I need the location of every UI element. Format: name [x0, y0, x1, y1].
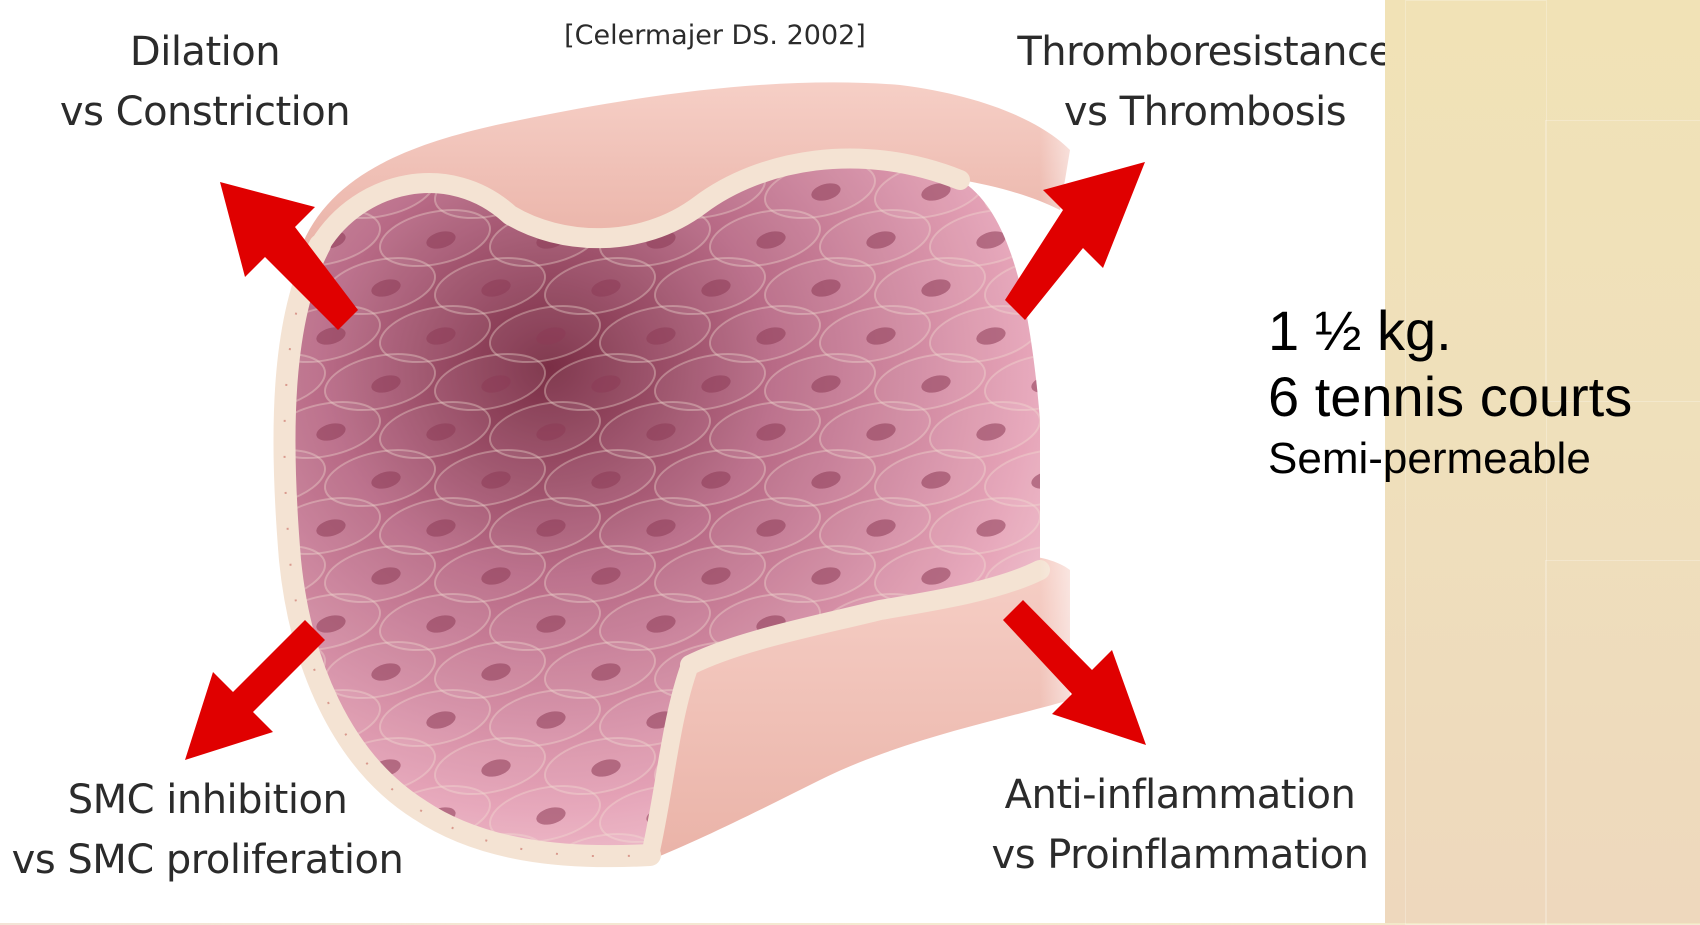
label-thromboresistance: Thromboresistance vs Thrombosis: [995, 22, 1385, 142]
cell-nucleus: [204, 612, 237, 635]
endothelial-cell: [760, 825, 880, 899]
label-smc-inhibition: SMC inhibition vs SMC proliferation: [0, 770, 415, 890]
endothelial-cell: [155, 489, 275, 563]
label-line: vs Proinflammation: [975, 825, 1385, 885]
cell-nucleus: [809, 852, 842, 875]
backdrop-tile: [1545, 560, 1700, 925]
label-line: Thromboresistance: [995, 22, 1385, 82]
fact-area: 6 tennis courts: [1268, 364, 1632, 430]
label-line: vs Thrombosis: [995, 82, 1385, 142]
fact-property: Semi-permeable: [1268, 430, 1632, 488]
endothelial-cell: [100, 249, 220, 323]
cell-nucleus: [204, 420, 237, 443]
arrow-down-left-icon: [185, 620, 325, 760]
endothelial-cell: [100, 153, 220, 227]
cell-nucleus: [149, 660, 182, 683]
endothelial-cell: [100, 441, 220, 515]
endothelial-cell: [100, 345, 220, 419]
label-line: vs SMC proliferation: [0, 830, 415, 890]
endothelial-cell: [100, 633, 220, 707]
cell-nucleus: [149, 372, 182, 395]
endothelial-cell: [155, 297, 275, 371]
cell-nucleus: [204, 516, 237, 539]
fact-weight: 1 ½ kg.: [1268, 298, 1632, 364]
endothelium-facts: 1 ½ kg. 6 tennis courts Semi-permeable: [1268, 298, 1632, 488]
cell-nucleus: [204, 228, 237, 251]
endothelial-cell: [100, 537, 220, 611]
endothelial-cell: [155, 585, 275, 659]
cell-nucleus: [204, 324, 237, 347]
citation: [Celermajer DS. 2002]: [500, 20, 930, 51]
cell-nucleus: [864, 804, 897, 827]
endothelium-figure: [Celermajer DS. 2002] Dilation vs Constr…: [0, 0, 1385, 923]
label-anti-inflammation: Anti-inflammation vs Proinflammation: [975, 765, 1385, 885]
cell-nucleus: [699, 852, 732, 875]
label-line: Dilation: [40, 22, 370, 82]
label-dilation: Dilation vs Constriction: [40, 22, 370, 142]
label-line: vs Constriction: [40, 82, 370, 142]
cell-nucleus: [149, 180, 182, 203]
endothelial-cell: [155, 393, 275, 467]
cell-nucleus: [149, 276, 182, 299]
label-line: Anti-inflammation: [975, 765, 1385, 825]
cell-nucleus: [149, 468, 182, 491]
cell-nucleus: [149, 564, 182, 587]
label-line: SMC inhibition: [0, 770, 415, 830]
cell-nucleus: [259, 276, 292, 299]
